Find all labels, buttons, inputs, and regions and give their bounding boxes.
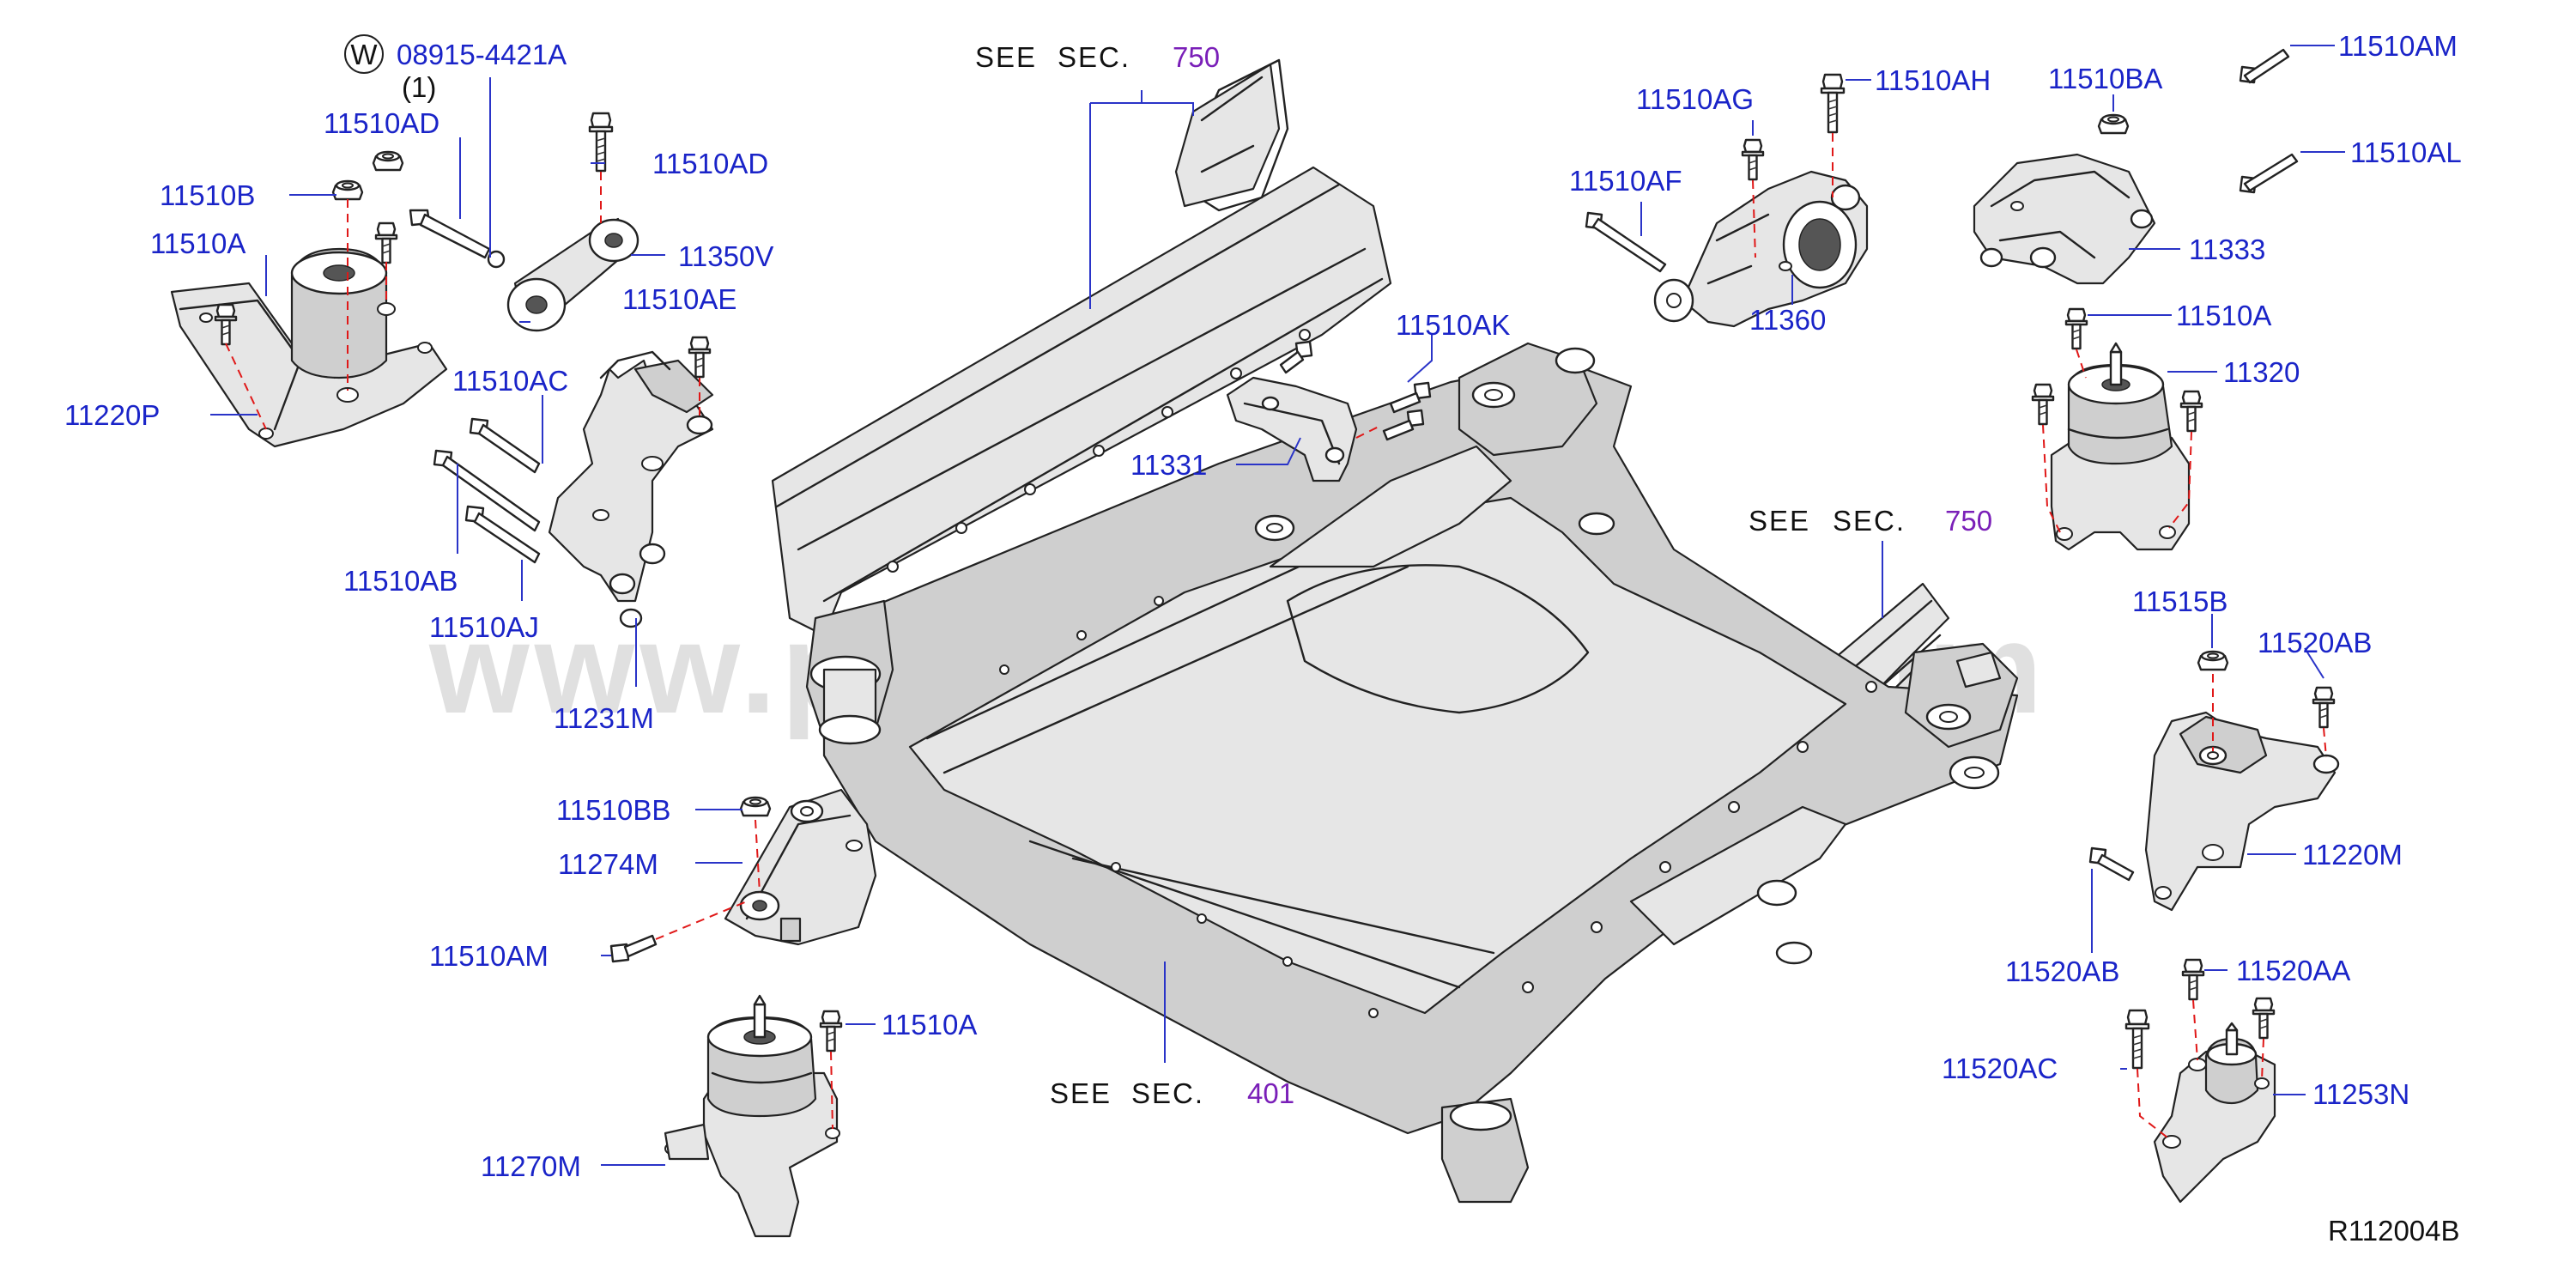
sec-word: SEC. [1058, 41, 1130, 73]
sec-number: 750 [1173, 41, 1220, 73]
engine-mount-11320 [2050, 342, 2191, 551]
label-11515b[interactable]: 11515B [2132, 585, 2227, 617]
bracket-11253n [2153, 1022, 2276, 1204]
label-11510bb[interactable]: 11510BB [556, 794, 670, 826]
label-11510am-right[interactable]: 11510AM [2338, 30, 2458, 62]
mount-bracket-11231m [548, 350, 714, 628]
bolt-11510af [1585, 211, 1667, 273]
nut-11510ad [372, 150, 404, 172]
bolt-11520aa-left [2181, 958, 2205, 1001]
bolt-11520aa-right [2252, 997, 2276, 1040]
bolt-long-11510ae [409, 209, 506, 269]
nut-11510b [331, 179, 364, 201]
leader-lines [210, 45, 2345, 1166]
label-11510ac[interactable]: 11510AC [452, 365, 568, 397]
bolt-11320-right [2179, 390, 2203, 433]
label-11510a-left[interactable]: 11510A [150, 228, 245, 259]
sec750-bracket-top [1174, 63, 1281, 208]
label-11510ad-right[interactable]: 11510AD [652, 148, 768, 179]
label-11510a-right[interactable]: 11510A [2176, 300, 2271, 331]
bolt-11520ab-top [2312, 686, 2336, 729]
see-word: SEE [975, 41, 1037, 73]
label-11220p[interactable]: 11220P [64, 399, 160, 431]
bolt-11510ak-a [1389, 381, 1432, 414]
reference-code: R112004B [2328, 1215, 2460, 1247]
label-11360[interactable]: 11360 [1749, 304, 1826, 336]
label-11350v[interactable]: 11350V [678, 240, 773, 272]
nut-11510bb [739, 796, 772, 817]
label-11520ab-top[interactable]: 11520AB [2258, 627, 2372, 658]
label-11333[interactable]: 11333 [2189, 234, 2265, 265]
bolt-11510aj [464, 505, 541, 564]
label-11510aj[interactable]: 11510AJ [429, 611, 539, 643]
sec-word: SEC. [1833, 505, 1906, 537]
label-washer-qty: (1) [402, 71, 436, 103]
washer-circle [344, 34, 384, 74]
label-11510al[interactable]: 11510AL [2350, 136, 2462, 168]
label-11510ba[interactable]: 11510BA [2048, 63, 2162, 94]
torque-rod-11350v [506, 217, 639, 332]
bolt-11510ac [469, 417, 541, 474]
label-11220m[interactable]: 11220M [2302, 839, 2403, 871]
engine-mount-11220p [170, 247, 448, 448]
label-08915-4421a[interactable]: 08915-4421A [397, 39, 567, 70]
see-section-750-right[interactable]: SEE SEC. 750 [1749, 505, 1992, 537]
label-11520ab-bottom[interactable]: 11520AB [2005, 956, 2119, 987]
label-11510ad-top[interactable]: 11510AD [324, 107, 439, 139]
mount-11360 [1653, 170, 1869, 328]
see-word: SEE [1749, 505, 1810, 537]
label-11331[interactable]: 11331 [1130, 449, 1207, 481]
bolt-11510ag [1741, 138, 1765, 181]
see-section-750-top[interactable]: SEE SEC. 750 [975, 41, 1220, 73]
label-11510af[interactable]: 11510AF [1569, 165, 1682, 197]
label-11510ab[interactable]: 11510AB [343, 565, 458, 597]
bolt-11231m-top [688, 336, 712, 379]
label-11510am-left[interactable]: 11510AM [429, 940, 549, 972]
label-11510ak[interactable]: 11510AK [1396, 309, 1510, 341]
bracket-11333 [1973, 153, 2156, 285]
bolt-11510ak-b [1382, 409, 1425, 441]
bolt-11510ad-right [588, 112, 614, 173]
bolt-11510ah [1820, 73, 1846, 134]
label-11231m[interactable]: 11231M [554, 702, 654, 734]
label-11270m[interactable]: 11270M [481, 1150, 581, 1182]
label-11520ac[interactable]: 11520AC [1942, 1053, 2058, 1084]
label-11520aa[interactable]: 11520AA [2236, 955, 2350, 986]
washer-symbol-text: W [350, 39, 378, 70]
label-11510ag[interactable]: 11510AG [1636, 83, 1754, 115]
label-11274m[interactable]: 11274M [558, 848, 658, 880]
bolt-11510am-right [2239, 48, 2290, 84]
bolt-11510a-left [374, 221, 398, 264]
bolt-11520ac [2124, 1009, 2150, 1070]
label-11510a-bottom[interactable]: 11510A [882, 1009, 977, 1040]
bracket-11331 [1226, 376, 1358, 482]
nut-11515b [2197, 650, 2229, 671]
bolt-11510al [2239, 153, 2299, 194]
nut-11510ba [2097, 113, 2130, 135]
front-suspension-member [771, 58, 2019, 1204]
see-word: SEE [1050, 1077, 1112, 1109]
bolt-11510a-right [2064, 307, 2088, 350]
sec-number: 750 [1945, 505, 1992, 537]
bolt-11510ab [433, 449, 541, 532]
bolt-11320-left [2031, 383, 2055, 426]
label-11510ah[interactable]: 11510AH [1875, 64, 1991, 96]
label-11253n[interactable]: 11253N [2312, 1078, 2409, 1110]
engine-mount-11220m [2144, 711, 2340, 912]
label-11320[interactable]: 11320 [2223, 356, 2300, 388]
bolt-11520ab-bottom [2088, 846, 2135, 882]
bolt-11510am-left [609, 934, 658, 963]
label-11510b[interactable]: 11510B [160, 179, 255, 211]
sec-number: 401 [1247, 1077, 1294, 1109]
label-11510ae[interactable]: 11510AE [622, 283, 736, 315]
see-section-401[interactable]: SEE SEC. 401 [1050, 1077, 1294, 1109]
engine-mount-11270m [664, 994, 840, 1238]
bolt-11331-top [1279, 340, 1313, 374]
mount-bracket-11274m [724, 788, 877, 946]
sec-word: SEC. [1131, 1077, 1204, 1109]
part-labels: 11510AD 11510AD 11510B 11510A 11220P 113… [64, 30, 2462, 1182]
bolt-11510a-bottom [819, 1010, 843, 1053]
